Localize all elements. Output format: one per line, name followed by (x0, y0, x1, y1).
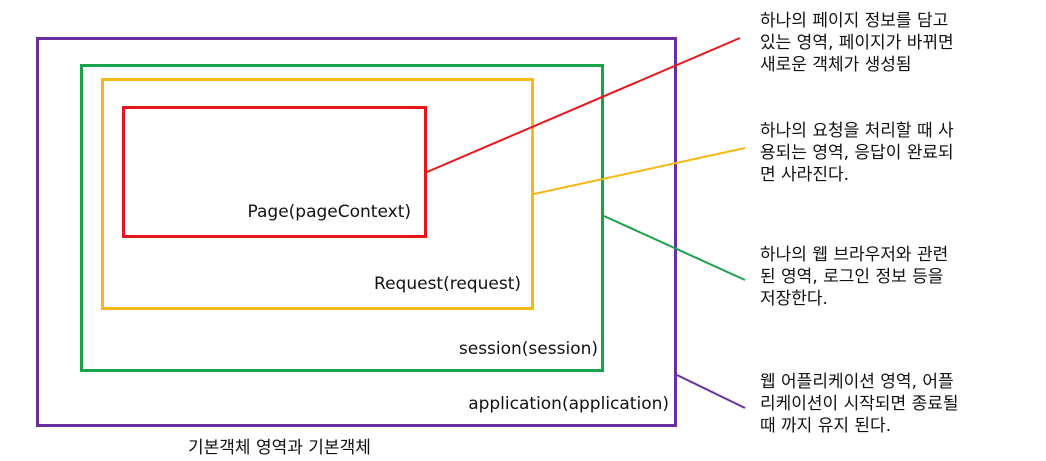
request-scope-note: 하나의 요청을 처리할 때 사 용되는 영역, 응답이 완료되 면 사라진다. (760, 121, 954, 185)
application-scope-box (36, 37, 677, 427)
request-scope-label: Request(request) (374, 274, 521, 294)
session-scope-note: 하나의 웹 브라우저와 관련 된 영역, 로그인 정보 등을 저장한다. (760, 245, 949, 309)
session-scope-box (80, 64, 604, 372)
session-scope-label: session(session) (458, 339, 598, 359)
session-connector (603, 215, 746, 281)
application-scope-note: 웹 어플리케이션 영역, 어플 리케이션이 시작되면 종료될 때 까지 유지 된… (760, 372, 959, 436)
application-connector (676, 374, 746, 409)
page-scope-box (122, 106, 427, 238)
application-scope-label: application(application) (468, 394, 669, 414)
page-scope-note: 하나의 페이지 정보를 담고 있는 영역, 페이지가 바뀌면 새로운 객체가 생… (760, 11, 954, 75)
diagram-caption: 기본객체 영역과 기본객체 (188, 438, 371, 458)
page-connector (426, 37, 741, 173)
request-scope-box (101, 78, 534, 310)
request-connector (533, 147, 746, 195)
page-scope-label: Page(pageContext) (247, 202, 411, 222)
